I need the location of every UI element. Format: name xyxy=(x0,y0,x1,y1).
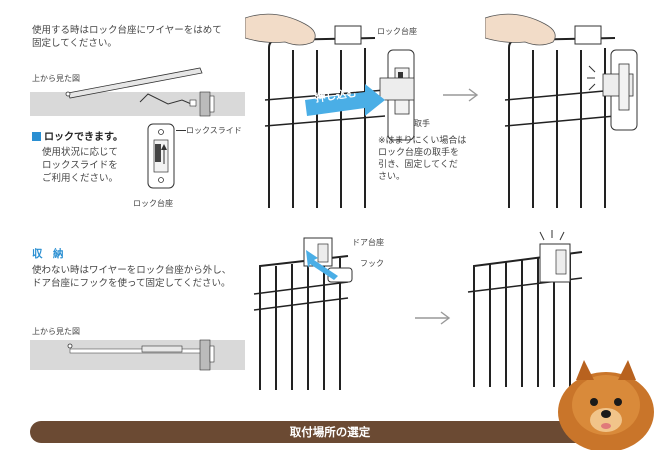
lock-base-label: ロック台座 xyxy=(133,199,173,208)
lock-note-text: ※はまりにくい場合は ロック台座の取手を 引き、固定してくだ さい。 xyxy=(378,136,467,182)
storage-description: 使わない時はワイヤーをロック台座から外し、 ドア台座にフックを使って固定してくだ… xyxy=(32,265,232,289)
lockable-title: ロックできます。 xyxy=(44,132,123,143)
door-base-label: ドア台座 xyxy=(352,238,384,247)
lock-push-diagram xyxy=(245,8,435,213)
footer-banner: 取付場所の選定 xyxy=(30,421,630,443)
lock-top-view-diagram xyxy=(30,60,245,120)
lock-slide-leader xyxy=(176,130,186,131)
hook-label: フック xyxy=(360,259,384,268)
storage-hook-diagram xyxy=(248,230,398,395)
next-step-arrow-icon xyxy=(443,88,479,102)
footer-title: 取付場所の選定 xyxy=(289,425,371,439)
storage-top-view-diagram xyxy=(30,336,245,376)
handle-label: 取手 xyxy=(414,119,430,128)
storage-title: 収 納 xyxy=(32,248,64,260)
lock-intro-text: 使用する時はロック台座にワイヤーをはめて 固定してください。 xyxy=(32,25,222,49)
storage-stowed-diagram xyxy=(462,222,612,392)
lock-slide-diagram xyxy=(140,120,185,192)
lock-fixed-diagram xyxy=(485,8,645,213)
blue-square-icon xyxy=(32,132,41,141)
storage-next-step-arrow-icon xyxy=(415,311,451,325)
dog-photo xyxy=(548,350,658,450)
lock-top-view-label: 上から見た図 xyxy=(32,74,80,83)
lock-slide-label: ロックスライド xyxy=(186,126,242,135)
storage-top-view-label: 上から見た図 xyxy=(32,327,80,336)
lockable-description: 使用状況に応じて ロックスライドを ご利用ください。 xyxy=(42,147,119,184)
diagram-lock-base-label: ロック台座 xyxy=(377,27,417,36)
lockable-heading: ロックできます。 xyxy=(32,128,123,143)
